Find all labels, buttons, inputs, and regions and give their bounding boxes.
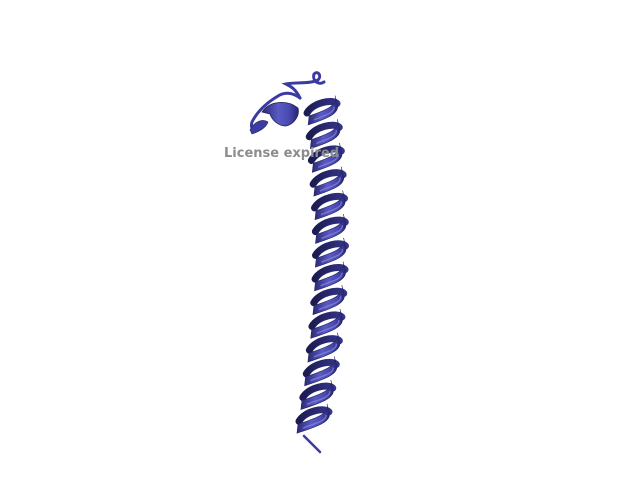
helix-front-ribbon	[296, 403, 330, 434]
helix-coils	[295, 95, 350, 434]
helix-highlight	[310, 367, 334, 382]
helix-highlight	[321, 225, 344, 240]
helix-front-ribbon	[307, 332, 341, 363]
helix-highlight	[320, 201, 343, 216]
helix-highlight	[317, 153, 340, 168]
helix-highlight	[316, 130, 337, 145]
helix-front-ribbon	[313, 166, 345, 197]
helix-front-ribbon	[314, 261, 346, 292]
helix-front-ribbon	[310, 308, 343, 339]
helix-highlight	[321, 248, 344, 263]
helix-highlight	[302, 414, 327, 429]
short-helix-end	[249, 120, 269, 135]
helix-front-ribbon	[304, 356, 338, 387]
helix-highlight	[320, 272, 343, 287]
helix-front-ribbon	[307, 95, 338, 126]
helix-highlight	[318, 296, 342, 311]
license-watermark: License expired	[224, 146, 339, 161]
helix-front-ribbon	[312, 285, 345, 316]
loop-coil-bottom	[302, 434, 322, 454]
helix-highlight	[306, 391, 331, 406]
helix-front-ribbon	[309, 119, 341, 150]
helix-front-ribbon	[314, 190, 346, 221]
helix-highlight	[316, 319, 340, 334]
helix-front-ribbon	[300, 380, 334, 410]
helix-highlight	[319, 177, 341, 192]
helix-front-ribbon	[311, 142, 343, 173]
protein-helix	[249, 71, 326, 135]
helix-highlight	[313, 343, 338, 358]
helix-front-ribbon	[314, 237, 347, 268]
short-helix-turn	[261, 102, 299, 127]
loop-coil-top	[281, 71, 326, 100]
helix-highlight	[313, 106, 335, 121]
helix-front-ribbon	[315, 214, 347, 244]
